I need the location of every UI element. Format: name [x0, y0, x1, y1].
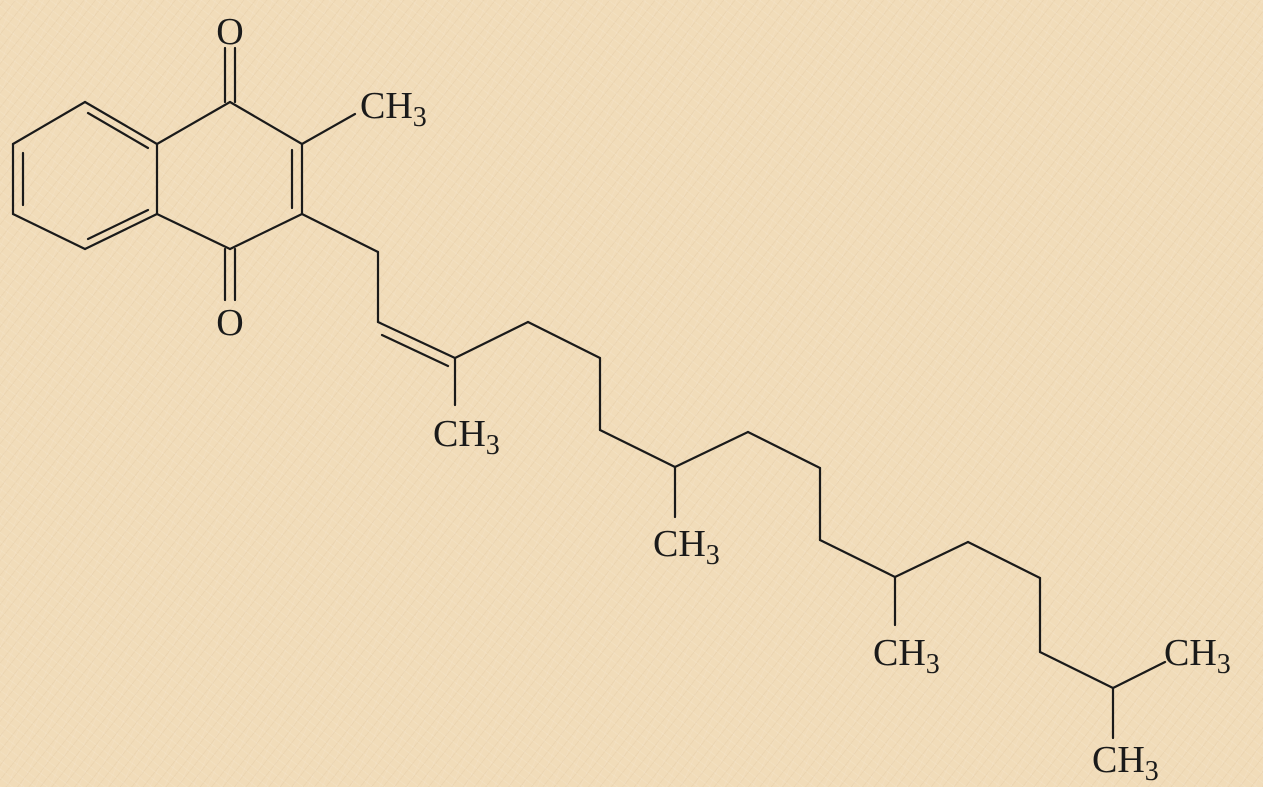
- methyl-branch-1-main: CH: [433, 413, 486, 455]
- bond-chain-1: [300, 212, 380, 254]
- methyl-terminal-a-main: CH: [1164, 632, 1217, 674]
- bond-quinone-2: [228, 100, 304, 146]
- methyl-ring-label: CH3: [360, 85, 427, 133]
- methyl-terminal-a-sub: 3: [1217, 649, 1231, 680]
- methyl-ring-main: CH: [360, 85, 413, 127]
- bond-chain-15: [893, 540, 970, 579]
- bond-benzene-1: [83, 100, 159, 146]
- bond-chain-8: [598, 428, 677, 469]
- bond-benzene-double-b: [86, 208, 150, 241]
- bond-quinone-5: [155, 212, 232, 251]
- methyl-branch-1-label: CH3: [433, 413, 500, 461]
- methyl-branch-1-sub: 3: [486, 430, 500, 461]
- methyl-branch-3-main: CH: [873, 632, 926, 674]
- methyl-branch-2-label: CH3: [653, 523, 720, 571]
- methyl-terminal-b-main: CH: [1092, 739, 1145, 781]
- bond-chain-11: [746, 430, 822, 470]
- bond-chain-18: [1038, 650, 1115, 690]
- bond-chain-16: [966, 540, 1042, 580]
- methyl-branch-2-sub: 3: [706, 540, 720, 571]
- methyl-ring-sub: 3: [413, 102, 427, 133]
- bond-chain-13: [818, 538, 897, 579]
- bond-chain-10: [673, 430, 750, 469]
- bond-benzene-double-a: [86, 111, 150, 150]
- bond-chain-6: [526, 320, 602, 360]
- bond-lines: [11, 46, 1167, 740]
- bond-chain-20: [1111, 660, 1167, 690]
- methyl-branch-3-label: CH3: [873, 632, 940, 680]
- oxygen-bottom-label: O: [216, 302, 243, 344]
- bond-chain-5: [453, 320, 530, 360]
- methyl-terminal-b-sub: 3: [1145, 756, 1159, 787]
- bond-ring-methyl: [300, 112, 357, 146]
- bond-quinone-4: [228, 212, 304, 251]
- bond-benzene-6: [11, 100, 87, 146]
- bond-quinone-1: [155, 100, 232, 146]
- oxygen-top-label: O: [216, 11, 243, 53]
- methyl-branch-2-main: CH: [653, 523, 706, 565]
- bond-chain-3: [376, 320, 457, 360]
- bond-chain-3-double: [380, 333, 450, 368]
- bond-benzene-4: [11, 212, 87, 251]
- bond-benzene-3: [83, 212, 159, 251]
- methyl-terminal-b-label: CH3: [1092, 739, 1159, 787]
- methyl-terminal-a-label: CH3: [1164, 632, 1231, 680]
- methyl-branch-3-sub: 3: [926, 649, 940, 680]
